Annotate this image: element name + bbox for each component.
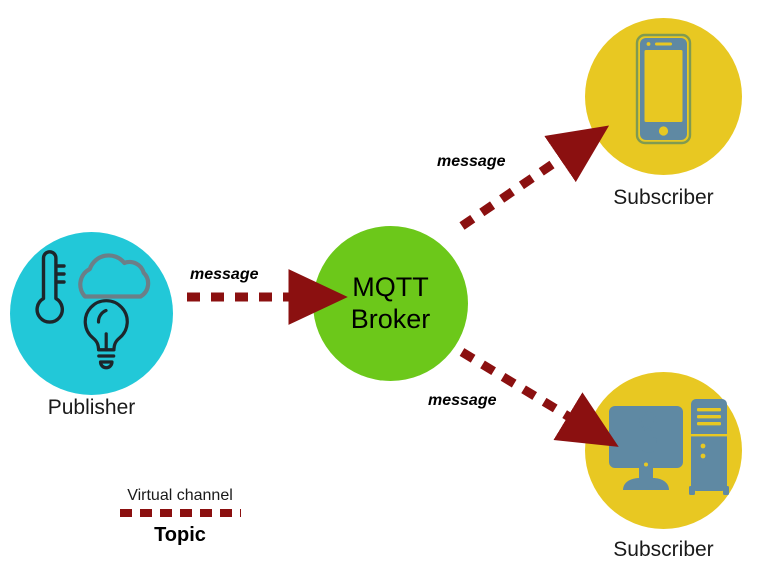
broker-label-group: MQTT Broker xyxy=(351,272,431,336)
cloud-icon xyxy=(78,253,151,299)
broker-label-line1: MQTT xyxy=(352,271,429,302)
subscriber-phone-caption: Subscriber xyxy=(613,186,714,209)
thermometer-icon xyxy=(35,250,66,324)
edge-label-publisher-to-broker: message xyxy=(190,266,259,283)
mqtt-broker-node: MQTT Broker xyxy=(313,226,468,381)
publisher-icon-group xyxy=(35,250,151,370)
subscriber-phone-node xyxy=(585,18,742,175)
edge-label-broker-to-subscriber-desktop: message xyxy=(428,392,497,409)
legend-dash-sample xyxy=(60,505,300,521)
legend-dashed-line-icon xyxy=(119,508,241,517)
edge-label-broker-to-subscriber-phone: message xyxy=(437,153,506,170)
subscriber-desktop-caption: Subscriber xyxy=(613,538,714,561)
subscriber-desktop-node xyxy=(585,372,742,529)
publisher-caption: Publisher xyxy=(47,396,136,419)
touch-pointer-icon xyxy=(638,411,657,453)
desktop-computer-icon xyxy=(609,399,731,495)
legend-virtual-channel-label: Virtual channel xyxy=(127,487,233,504)
legend-topic-label: Topic xyxy=(154,523,206,546)
publisher-node xyxy=(10,232,173,395)
lightbulb-icon xyxy=(83,299,129,370)
broker-label-line2: Broker xyxy=(350,303,431,334)
smartphone-icon xyxy=(635,33,692,145)
legend: Virtual channel Topic xyxy=(60,487,300,547)
